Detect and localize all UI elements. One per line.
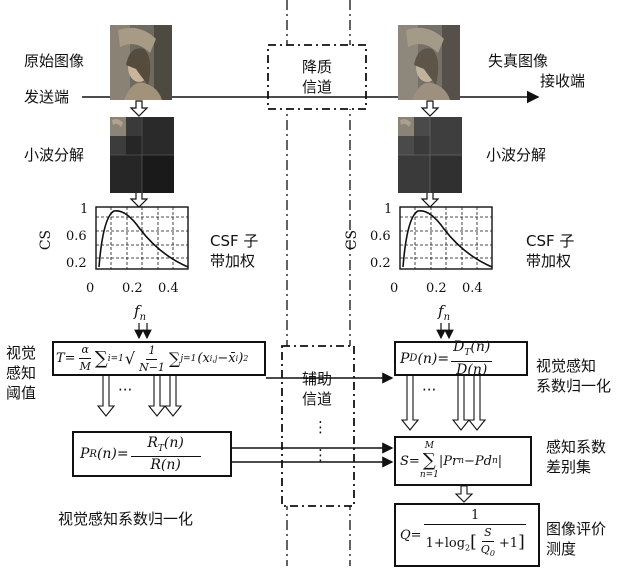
xtick-left-3: 0.4 bbox=[158, 280, 179, 298]
wavelet-image-right bbox=[398, 117, 462, 193]
fn-arrows bbox=[139, 323, 449, 338]
label-csf-right-1: CSF 子 bbox=[526, 232, 574, 250]
xlabel-left: fn bbox=[134, 302, 146, 327]
label-aux-vdots-2: ⋮ bbox=[313, 446, 328, 464]
ytick-left-3: 0.2 bbox=[66, 255, 87, 273]
label-quality-1: 图像评价 bbox=[546, 520, 606, 538]
original-image bbox=[110, 25, 172, 100]
xlabel-right: fn bbox=[438, 302, 450, 327]
csf-plot-right bbox=[400, 207, 496, 271]
xtick-left-2: 0.2 bbox=[122, 280, 143, 298]
label-sender: 发送端 bbox=[24, 88, 69, 106]
ytick-right-3: 0.2 bbox=[370, 255, 391, 273]
label-aux-vdots: ⋮ bbox=[313, 418, 328, 436]
ytick-right-2: 0.6 bbox=[370, 228, 391, 246]
arrow-s-to-q bbox=[456, 486, 472, 502]
label-diff-2: 差别集 bbox=[546, 458, 591, 476]
label-distorted-image: 失真图像 bbox=[488, 52, 548, 70]
label-wavelet-right: 小波分解 bbox=[486, 146, 546, 164]
multi-arrows-left bbox=[98, 374, 181, 416]
label-quality-2: 测度 bbox=[546, 540, 576, 558]
dots-left: ··· bbox=[118, 381, 132, 399]
label-csf-left-2: 带加权 bbox=[210, 252, 255, 270]
ytick-left-1: 1 bbox=[80, 201, 88, 219]
dots-right: ··· bbox=[422, 381, 436, 399]
label-csf-right-2: 带加权 bbox=[526, 252, 571, 270]
ylabel-left: CS bbox=[37, 230, 55, 250]
xtick-right-2: 0.2 bbox=[426, 280, 447, 298]
label-norm-bottom: 视觉感知系数归一化 bbox=[58, 510, 193, 528]
multi-arrows-right bbox=[402, 374, 485, 430]
xtick-right-1: 0 bbox=[390, 280, 398, 298]
ytick-right-1: 1 bbox=[384, 201, 392, 219]
label-csf-left-1: CSF 子 bbox=[210, 232, 258, 250]
xtick-right-3: 0.4 bbox=[462, 280, 483, 298]
label-norm-right-2: 系数归一化 bbox=[536, 377, 611, 395]
xtick-left-1: 0 bbox=[86, 280, 94, 298]
label-threshold-1: 视觉 bbox=[6, 344, 36, 362]
label-wavelet-left: 小波分解 bbox=[24, 146, 84, 164]
label-norm-right-1: 视觉感知 bbox=[536, 357, 596, 375]
label-aux-2: 信道 bbox=[302, 390, 332, 408]
label-diff-1: 感知系数 bbox=[546, 438, 606, 456]
label-degraded-1: 降质 bbox=[302, 58, 332, 76]
label-threshold-2: 感知 bbox=[6, 364, 36, 382]
csf-plot-left bbox=[96, 207, 192, 271]
wavelet-image-left bbox=[110, 117, 174, 193]
label-aux-1: 辅助 bbox=[302, 370, 332, 388]
label-degraded-2: 信道 bbox=[302, 78, 332, 96]
label-original-image: 原始图像 bbox=[24, 52, 84, 70]
distorted-image bbox=[398, 25, 460, 100]
label-threshold-3: 阈值 bbox=[6, 384, 36, 402]
label-receiver: 接收端 bbox=[540, 72, 585, 90]
degraded-channel-box bbox=[268, 45, 366, 109]
ytick-left-2: 0.6 bbox=[66, 228, 87, 246]
ylabel-right: CS bbox=[343, 230, 361, 250]
